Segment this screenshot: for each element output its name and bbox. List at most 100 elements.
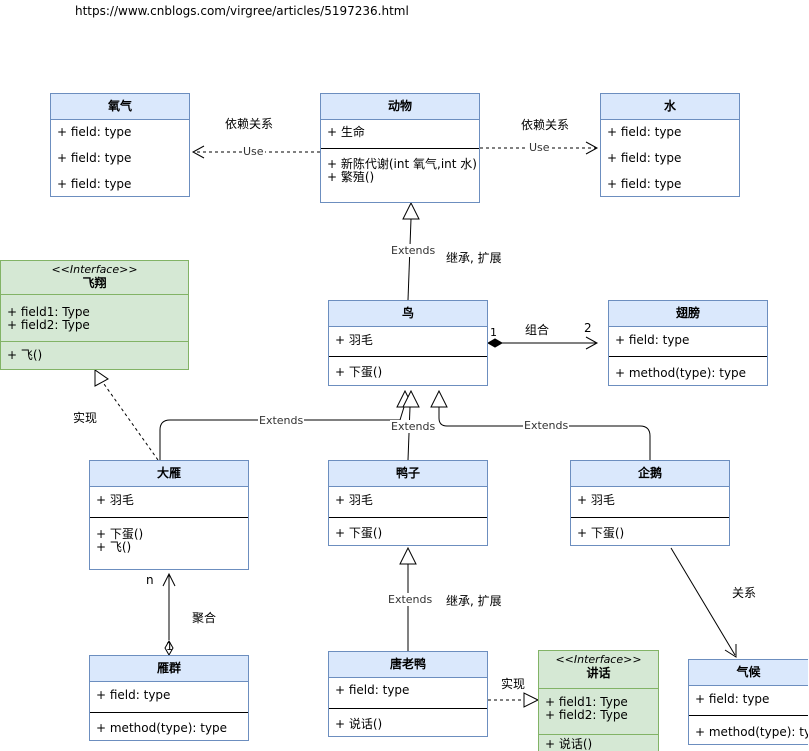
attribute: + 羽毛 bbox=[335, 493, 373, 507]
label-multiplicity-one-b: 1 bbox=[166, 640, 173, 653]
realize-triangle-speak bbox=[523, 692, 540, 708]
use-arrow-left bbox=[191, 145, 205, 159]
method: + 下蛋() bbox=[577, 526, 625, 540]
label-realize-left: 实现 bbox=[73, 411, 98, 425]
attribute: + field2: Type bbox=[7, 318, 90, 332]
class-climate[interactable]: 气候 + field: type + method(type): type bbox=[688, 659, 808, 745]
label-aggregation: 聚合 bbox=[192, 611, 217, 625]
attributes: + field: type + field: type + field: typ… bbox=[601, 120, 739, 191]
extends-triangle-animal bbox=[402, 201, 420, 220]
class-title: 气候 bbox=[689, 660, 808, 686]
class-wing[interactable]: 翅膀 + field: type + method(type): type bbox=[608, 300, 768, 386]
extends-duck-bird bbox=[407, 406, 411, 461]
attribute: + field: type bbox=[335, 683, 410, 697]
attribute: + field: type bbox=[607, 151, 682, 165]
class-water[interactable]: 水 + field: type + field: type + field: t… bbox=[600, 93, 740, 197]
interface-fly[interactable]: <<Interface>> 飞翔 + field1: Type + field2… bbox=[0, 260, 189, 370]
class-donald-duck[interactable]: 唐老鸭 + field: type + 说话() bbox=[328, 651, 488, 737]
label-inherit-bottom: 继承, 扩展 bbox=[446, 594, 502, 608]
extends-triangle-duck bbox=[402, 389, 420, 408]
edge-label-extends-animal: Extends bbox=[390, 244, 437, 257]
method: + method(type): type bbox=[96, 721, 228, 735]
label-realize-right: 实现 bbox=[501, 677, 526, 691]
class-title: 雁群 bbox=[90, 656, 248, 682]
attribute: + 羽毛 bbox=[96, 493, 134, 507]
edge-label-extends-penguin: Extends bbox=[523, 419, 570, 432]
attribute: + field2: Type bbox=[545, 708, 628, 722]
methods: + 下蛋() bbox=[329, 356, 487, 379]
attribute: + 生命 bbox=[327, 125, 365, 139]
relation-line bbox=[670, 547, 736, 656]
class-oxygen[interactable]: 氧气 + field: type + field: type + field: … bbox=[50, 93, 190, 197]
class-flock[interactable]: 雁群 + field: type + method(type): type bbox=[89, 655, 249, 741]
realize-goose-fly bbox=[103, 383, 159, 461]
attribute: + field: type bbox=[57, 151, 132, 165]
methods: + 新陈代谢(int 氧气,int 水) + 繁殖() bbox=[321, 148, 479, 184]
attribute: + field1: Type bbox=[545, 695, 628, 709]
edge-label-extends-goose: Extends bbox=[258, 414, 305, 427]
source-url[interactable]: https://www.cnblogs.com/virgree/articles… bbox=[75, 4, 409, 18]
class-title: 大雁 bbox=[90, 461, 248, 487]
class-title: 水 bbox=[601, 94, 739, 120]
relation-arrow bbox=[724, 644, 737, 658]
methods: + 飞() bbox=[1, 341, 188, 362]
extends-bird-animal bbox=[407, 218, 412, 301]
class-goose[interactable]: 大雁 + 羽毛 + 下蛋() + 飞() bbox=[89, 460, 249, 570]
extends-triangle-donald bbox=[399, 546, 417, 565]
method: + method(type): type bbox=[695, 725, 808, 739]
methods: + 说话() bbox=[329, 708, 487, 731]
realize-triangle-fly bbox=[94, 369, 109, 387]
class-animal[interactable]: 动物 + 生命 + 新陈代谢(int 氧气,int 水) + 繁殖() bbox=[320, 93, 480, 203]
attribute: + field: type bbox=[607, 177, 682, 191]
class-bird[interactable]: 鸟 + 羽毛 + 下蛋() bbox=[328, 300, 488, 386]
use-arrow-right bbox=[585, 141, 599, 155]
interface-speak[interactable]: <<Interface>> 讲话 + field1: Type + field2… bbox=[538, 650, 659, 751]
class-duck[interactable]: 鸭子 + 羽毛 + 下蛋() bbox=[328, 460, 488, 546]
methods: + 下蛋() + 飞() bbox=[90, 517, 248, 554]
class-title: 翅膀 bbox=[609, 301, 767, 327]
attributes: + field1: Type + field2: Type bbox=[539, 689, 658, 734]
attributes: + 羽毛 bbox=[571, 487, 729, 517]
attribute: + field: type bbox=[96, 688, 171, 702]
class-penguin[interactable]: 企鹅 + 羽毛 + 下蛋() bbox=[570, 460, 730, 546]
method: + method(type): type bbox=[615, 366, 747, 380]
label-multiplicity-two: 2 bbox=[584, 321, 592, 335]
class-title: 鸟 bbox=[329, 301, 487, 327]
edge-label-extends-duck: Extends bbox=[390, 420, 437, 433]
edge-label-use-right: Use bbox=[528, 141, 551, 154]
edge-label-extends-donald: Extends bbox=[387, 593, 434, 606]
attribute: + field1: Type bbox=[7, 305, 90, 319]
attribute: + field: type bbox=[607, 125, 682, 139]
composition-arrow bbox=[585, 336, 599, 350]
method: + 飞() bbox=[96, 540, 132, 554]
label-multiplicity-one: 1 bbox=[490, 326, 497, 339]
methods: + 下蛋() bbox=[329, 517, 487, 540]
methods: + method(type): type bbox=[609, 356, 767, 380]
method: + 飞() bbox=[7, 348, 43, 362]
method: + 繁殖() bbox=[327, 170, 375, 184]
stereotype: <<Interface>> bbox=[555, 653, 642, 666]
attribute: + field: type bbox=[57, 177, 132, 191]
attributes: + 生命 bbox=[321, 120, 479, 148]
class-title: 讲话 bbox=[586, 666, 611, 680]
edge-label-use-left: Use bbox=[242, 145, 265, 158]
attribute: + field: type bbox=[695, 692, 770, 706]
method: + 说话() bbox=[335, 717, 383, 731]
aggregation-arrow bbox=[162, 572, 176, 587]
interface-header: <<Interface>> 飞翔 bbox=[1, 261, 188, 295]
attribute: + 羽毛 bbox=[335, 333, 373, 347]
class-title: 鸭子 bbox=[329, 461, 487, 487]
class-title: 唐老鸭 bbox=[329, 652, 487, 678]
method: + 新陈代谢(int 氧气,int 水) bbox=[327, 157, 477, 171]
attributes: + field: type bbox=[609, 327, 767, 356]
attributes: + field: type bbox=[90, 682, 248, 712]
class-title: 动物 bbox=[321, 94, 479, 120]
interface-header: <<Interface>> 讲话 bbox=[539, 651, 658, 689]
method: + 下蛋() bbox=[335, 365, 383, 379]
methods: + 说话() bbox=[539, 734, 658, 751]
label-relation: 关系 bbox=[732, 586, 757, 600]
class-title: 企鹅 bbox=[571, 461, 729, 487]
attributes: + 羽毛 bbox=[329, 487, 487, 517]
method: + 下蛋() bbox=[335, 526, 383, 540]
